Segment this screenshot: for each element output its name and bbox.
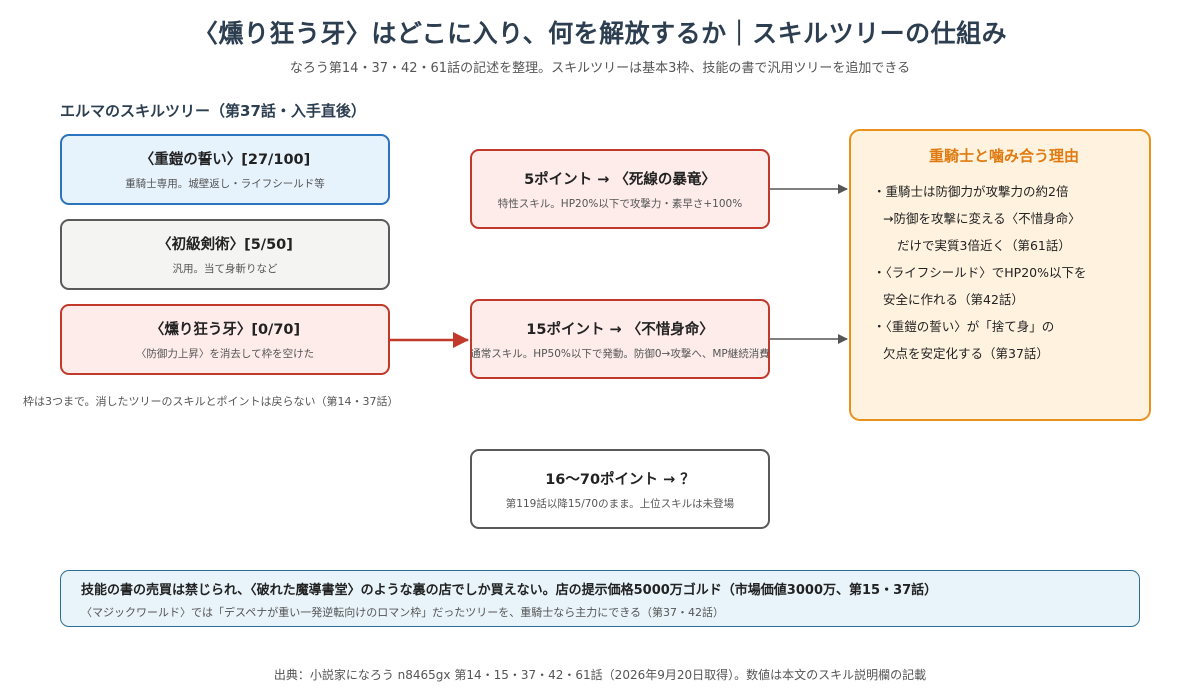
tree-box-basic-swordsmanship: 〈初級剣術〉[5/50] 汎用。当て身斬りなど	[60, 219, 390, 290]
unlock-box-unknown: 16〜70ポイント → ？ 第119話以降15/70のまま。上位スキルは未登場	[470, 449, 770, 529]
unlock-box-deathline-dragon: 5ポイント → 〈死線の暴竜〉 特性スキル。HP20%以下で攻撃力・素早さ+10…	[470, 149, 770, 229]
reason-line: ・〈ライフシールド〉でHP20%以下を	[873, 265, 1087, 280]
tree-desc: 〈防御力上昇〉を消去して枠を空けた	[135, 348, 315, 360]
reason-line: ・〈重鎧の誓い〉が「捨て身」の	[873, 319, 1055, 334]
reason-title: 重騎士と噛み合う理由	[928, 147, 1079, 165]
reason-line: 欠点を安定化する（第37話）	[883, 346, 1049, 361]
tree-slot-note: 枠は3つまで。消したツリーのスキルとポイントは戻らない（第14・37話）	[23, 395, 399, 408]
skill-book-note-line1: 技能の書の売買は禁じられ、〈破れた魔導書堂〉のような裏の店でしか買えない。店の提…	[81, 583, 938, 598]
reason-line: →防御を攻撃に変える〈不惜身命〉	[883, 211, 1081, 226]
tree-box-smoldering-fang: 〈燻り狂う牙〉[0/70] 〈防御力上昇〉を消去して枠を空けた	[60, 304, 390, 375]
unlock-desc: 第119話以降15/70のまま。上位スキルは未登場	[505, 497, 735, 510]
tree-section-heading: エルマのスキルツリー（第37話・入手直後）	[60, 102, 366, 120]
page-subtitle: なろう第14・37・42・61話の記述を整理。スキルツリーは基本3枠、技能の書で…	[289, 61, 911, 76]
reason-line: ・重騎士は防御力が攻撃力の約2倍	[873, 184, 1069, 199]
skill-book-note: 技能の書の売買は禁じられ、〈破れた魔導書堂〉のような裏の店でしか買えない。店の提…	[60, 570, 1140, 627]
tree-desc: 重騎士専用。城壁返し・ライフシールド等	[125, 178, 325, 190]
tree-desc: 汎用。当て身斬りなど	[172, 263, 278, 275]
skill-book-note-line2: 〈マジックワールド〉では「デスペナが重い一発逆転向けのロマン枠」だったツリーを、…	[81, 606, 724, 619]
reason-line: 安全に作れる（第42話）	[883, 292, 1024, 307]
tree-title: 〈初級剣術〉[5/50]	[157, 237, 293, 253]
source-footer: 出典：小説家になろう n8465gx 第14・15・37・42・61話（2026…	[273, 668, 927, 682]
reason-panel: 重騎士と噛み合う理由 ・重騎士は防御力が攻撃力の約2倍 →防御を攻撃に変える〈不…	[849, 129, 1151, 421]
unlock-desc: 特性スキル。HP20%以下で攻撃力・素早さ+100%	[497, 197, 743, 210]
tree-box-heavy-armor-oath: 〈重鎧の誓い〉[27/100] 重騎士専用。城壁返し・ライフシールド等	[60, 134, 390, 205]
page-title: 〈燻り狂う牙〉はどこに入り、何を解放するか｜スキルツリーの仕組み	[192, 19, 1008, 48]
unlock-desc: 通常スキル。HP50%以下で発動。防御0→攻撃へ、MP継続消費	[470, 347, 770, 360]
unlock-title: 5ポイント → 〈死線の暴竜〉	[524, 171, 716, 188]
unlock-title: 15ポイント → 〈不惜身命〉	[526, 321, 714, 338]
unlock-box-reckless-life: 15ポイント → 〈不惜身命〉 通常スキル。HP50%以下で発動。防御0→攻撃へ…	[470, 299, 770, 379]
unlock-title: 16〜70ポイント → ？	[545, 471, 695, 488]
tree-title: 〈重鎧の誓い〉[27/100]	[139, 152, 311, 168]
tree-title: 〈燻り狂う牙〉[0/70]	[149, 322, 301, 338]
reason-line: だけで実質3倍近く（第61話）	[897, 238, 1071, 253]
